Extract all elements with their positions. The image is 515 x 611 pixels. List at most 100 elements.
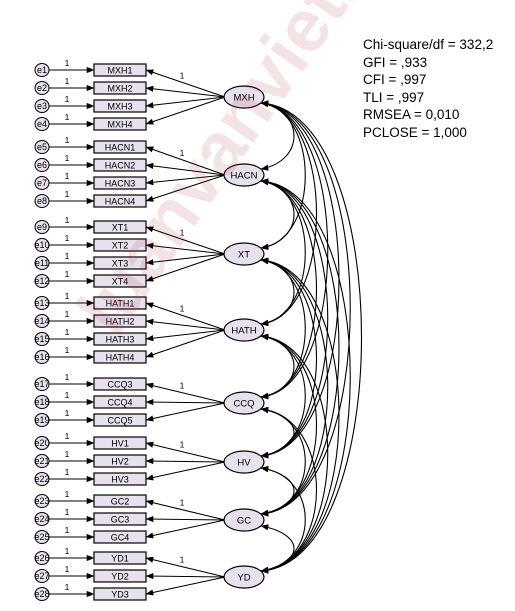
error-node-e27 (34, 569, 50, 583)
model-fit-indices: Chi-square/df = 332,2 GFI = ,933 CFI = ,… (363, 36, 513, 142)
error-label: e20 (34, 438, 49, 448)
indicator-label: CCQ4 (107, 398, 132, 408)
error-label: e14 (34, 316, 49, 326)
fixed-loading-label: 1 (180, 71, 185, 81)
error-loading-label: 1 (65, 269, 70, 279)
error-node-e15 (34, 332, 50, 346)
error-loading-label: 1 (65, 467, 70, 477)
latent-node-hacn (223, 163, 265, 187)
indicator-label: HACN3 (105, 179, 136, 189)
indicator-box-hv2 (93, 454, 147, 468)
error-node-e10 (34, 238, 50, 252)
fit-gfi: GFI = ,933 (363, 54, 428, 70)
error-node-e18 (34, 395, 50, 409)
indicator-label: YD2 (111, 572, 129, 582)
covariance-mxh-ccq (260, 100, 329, 400)
error-loading-label: 1 (65, 372, 70, 382)
error-loading-label: 1 (65, 564, 70, 574)
loading-arrow-ccq5 (145, 402, 226, 422)
indicator-label: MXH3 (107, 102, 132, 112)
fit-tli: TLI = ,997 (363, 89, 425, 105)
indicator-box-mxh1 (93, 63, 147, 77)
indicator-label: HATH1 (106, 299, 135, 309)
error-label: e23 (34, 496, 49, 506)
error-label: e10 (34, 240, 49, 250)
covariance-ccq-yd (260, 406, 318, 574)
error-node-e13 (34, 296, 50, 310)
latent-node-gc (223, 508, 265, 532)
error-label: e5 (37, 142, 47, 152)
loading-arrow-xt2 (145, 242, 226, 255)
indicator-label: MXH4 (107, 120, 132, 130)
loading-arrow-gc3 (145, 516, 226, 523)
fixed-loading-label: 1 (180, 304, 185, 314)
indicator-label: HV1 (111, 439, 129, 449)
fixed-loading-label: 1 (180, 555, 185, 565)
error-loading-label: 1 (65, 153, 70, 163)
error-loading-label: 1 (65, 189, 70, 199)
indicator-box-yd3 (93, 587, 147, 601)
latent-node-ccq (223, 391, 265, 415)
indicator-box-gc2 (93, 494, 147, 508)
indicator-box-xt2 (93, 238, 147, 252)
latent-label: YD (237, 573, 250, 584)
indicator-box-hath4 (93, 350, 147, 364)
covariance-hv-gc (260, 466, 295, 516)
indicator-label: YD1 (111, 554, 129, 564)
indicator-label: GC3 (111, 515, 130, 525)
error-node-e22 (34, 472, 50, 486)
loading-arrow-hath3 (145, 329, 226, 342)
error-loading-label: 1 (65, 309, 70, 319)
error-node-e25 (34, 530, 50, 544)
fixed-loading-label: 1 (180, 498, 185, 508)
indicator-box-hv3 (93, 472, 147, 486)
indicator-label: HV3 (111, 475, 129, 485)
error-node-e26 (34, 551, 50, 565)
loading-arrow-hacn3 (145, 174, 226, 186)
latent-label: GC (237, 516, 251, 527)
error-node-e7 (34, 176, 50, 190)
indicator-box-gc3 (93, 512, 147, 526)
error-loading-label: 1 (65, 431, 70, 441)
latent-node-hv (223, 450, 265, 474)
covariance-xt-ccq (260, 257, 306, 400)
error-loading-label: 1 (65, 76, 70, 86)
latent-node-yd (223, 565, 265, 589)
indicator-box-hath3 (93, 332, 147, 346)
indicator-box-mxh4 (93, 117, 147, 131)
error-node-e23 (34, 494, 50, 508)
error-loading-label: 1 (65, 546, 70, 556)
error-node-e2 (34, 81, 50, 95)
error-label: e22 (34, 474, 49, 484)
indicator-box-hacn1 (93, 140, 147, 154)
fixed-loading-label: 1 (180, 440, 185, 450)
covariance-gc-yd (260, 524, 295, 573)
error-loading-label: 1 (65, 507, 70, 517)
indicator-label: HACN4 (105, 197, 136, 207)
indicator-box-hath1 (93, 296, 147, 310)
error-loading-label: 1 (65, 525, 70, 535)
error-node-e6 (34, 158, 50, 172)
loading-arrow-mxh2 (145, 85, 226, 98)
latent-label: CCQ (233, 399, 254, 410)
error-label: e7 (37, 178, 47, 188)
covariance-hath-ccq (260, 334, 295, 399)
loading-arrow-xt3 (145, 253, 226, 266)
indicator-box-ccq5 (93, 413, 147, 427)
error-node-e11 (34, 256, 50, 270)
error-label: e26 (34, 553, 49, 563)
loading-arrow-hath2 (145, 318, 226, 331)
loading-arrow-hath1 (145, 302, 226, 331)
indicator-label: MXH2 (107, 84, 132, 94)
error-node-e19 (34, 413, 50, 427)
error-label: e4 (37, 119, 47, 129)
error-loading-label: 1 (65, 390, 70, 400)
latent-label: MXH (233, 93, 254, 104)
covariance-xt-yd (260, 257, 340, 574)
error-node-e28 (34, 587, 50, 601)
covariance-hacn-hath (260, 178, 306, 327)
indicator-label: HATH4 (106, 353, 135, 363)
error-loading-label: 1 (65, 582, 70, 592)
covariance-mxh-gc (260, 100, 351, 517)
